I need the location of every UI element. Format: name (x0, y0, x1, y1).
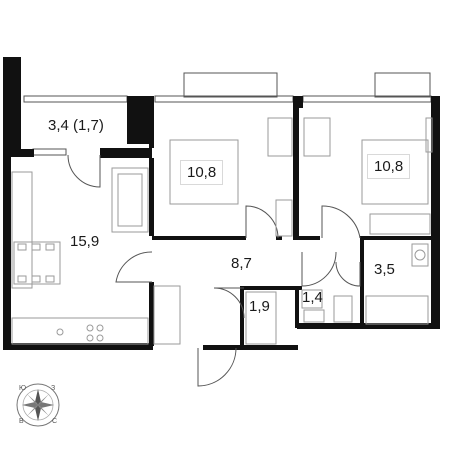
furniture-bedroom-2 (303, 117, 433, 235)
fixtures-bath (301, 243, 429, 325)
room-area-wardrobe: 1,9 (249, 298, 270, 315)
room-area-bathroom: 3,5 (374, 261, 395, 278)
room-area-loggia: 3,4 (1,7) (48, 117, 104, 134)
compass-rose-icon (16, 383, 60, 427)
doors (67, 154, 361, 387)
outer-walls (3, 57, 440, 350)
windows (23, 72, 432, 156)
compass-letter-2: З (51, 385, 56, 392)
compass-letter-4: С (52, 418, 58, 425)
room-area-toilet: 1,4 (302, 289, 323, 306)
compass-letter-3: В (19, 418, 24, 425)
chairs (17, 243, 55, 283)
room-area-living-kitchen: 15,9 (70, 233, 100, 250)
furniture-living (11, 167, 149, 345)
wardrobe-fixtures (153, 285, 277, 345)
compass: Ю З В С (14, 381, 62, 429)
room-area-hallway: 8,7 (231, 255, 252, 272)
room-area-bedroom-1: 10,8 (180, 160, 224, 185)
furniture-bedroom-1 (169, 117, 293, 237)
room-area-bedroom-2: 10,8 (367, 154, 411, 179)
compass-letter-1: Ю (19, 385, 27, 392)
interior-walls (149, 108, 434, 350)
